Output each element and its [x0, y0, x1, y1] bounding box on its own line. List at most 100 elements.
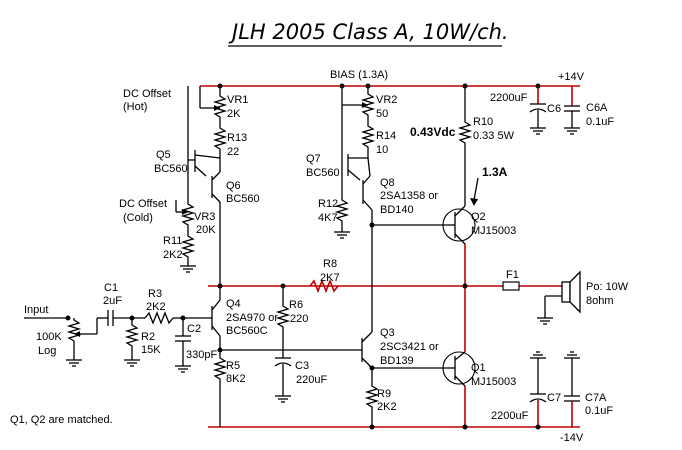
r8-resistor [309, 278, 339, 294]
q2-circle [442, 208, 476, 242]
r13-resistor [212, 122, 228, 158]
r13-value: 22 [227, 146, 239, 158]
dc-offset-hot-line2: (Hot) [123, 101, 147, 113]
vr2-name: VR2 [376, 94, 397, 106]
q8-emitter [362, 199, 373, 211]
c7a-value: 0.1uF [585, 405, 613, 417]
c3-value: 220uF [296, 374, 327, 386]
ground-symbol [530, 127, 546, 135]
input-pot [66, 318, 82, 360]
r14-resistor [360, 122, 376, 158]
ground-symbol [530, 351, 546, 359]
c3-plate-bottom [274, 362, 292, 367]
q4-value2: BC560C [226, 325, 268, 337]
input-pot-taper: Log [38, 345, 56, 357]
vdc-annotation: 0.43Vdc [410, 125, 456, 139]
r6-name: R6 [289, 299, 303, 311]
vr3-wiper-arrow [182, 209, 188, 215]
ground-symbol [564, 127, 580, 135]
ground-symbol [180, 265, 196, 273]
q5-collector [194, 154, 221, 159]
c3-name: C3 [295, 360, 309, 372]
speaker-cone [569, 270, 581, 314]
q1-name: Q1 [471, 362, 486, 374]
vr3-name: VR3 [194, 211, 215, 223]
r11-value: 2K2 [163, 249, 183, 261]
r10-resistor [457, 118, 473, 196]
r2-value: 15K [141, 344, 161, 356]
ground-symbol [124, 359, 140, 367]
junction-dot [462, 424, 468, 430]
q8-value2: BD140 [380, 204, 414, 216]
r10-value: 0.33 5W [473, 130, 515, 142]
r6-resistor [275, 303, 291, 358]
current-arrow-head [470, 198, 478, 206]
r12-resistor [334, 196, 350, 232]
negative-rail-label: -14V [560, 432, 584, 444]
speaker-magnet [561, 281, 571, 303]
q7-name: Q7 [306, 153, 321, 165]
q8-value1: 2SA1358 or [380, 190, 438, 202]
input-pot-arrow [74, 331, 80, 337]
c6-value: 2200uF [490, 92, 528, 104]
r2-name: R2 [141, 331, 155, 343]
q6-emitter [211, 193, 221, 203]
q8-collector [362, 175, 371, 185]
c7-name: C7 [547, 392, 561, 404]
q3-value1: 2SC3421 or [380, 341, 439, 353]
vr1-potentiometer [212, 86, 228, 122]
junction-dot [180, 315, 186, 321]
vr2-wiper-arrow [362, 102, 368, 108]
vr1-value: 2K [227, 108, 241, 120]
q2-collector [454, 205, 466, 217]
current-annotation: 1.3A [482, 165, 508, 179]
current-arrow-shaft [473, 177, 479, 201]
junction-dot [535, 83, 541, 89]
q4-value1: 2SA970 or [226, 312, 278, 324]
r13-name: R13 [227, 132, 247, 144]
r6-value: 220 [290, 313, 308, 325]
junction-dot [217, 347, 223, 353]
vr3-potentiometer [180, 200, 196, 232]
q3-collector [361, 331, 373, 343]
q2-value: MJ15003 [471, 225, 516, 237]
r8-value: 2K7 [320, 272, 340, 284]
c1-value: 2uF [103, 295, 122, 307]
vr1-name: VR1 [227, 94, 248, 106]
junction-dot [369, 365, 375, 371]
q4-bottom [211, 325, 221, 337]
vr2-value: 50 [376, 108, 388, 120]
c6-plate-bottom [529, 108, 547, 113]
speaker-power: Po: 10W [586, 281, 629, 293]
r14-value: 10 [376, 144, 388, 156]
r11-resistor [180, 232, 196, 266]
q6-value: BC560 [226, 193, 260, 205]
junction-dot [217, 83, 223, 89]
c2-name: C2 [187, 323, 201, 335]
c1-name: C1 [104, 282, 118, 294]
r9-value: 2K2 [377, 401, 397, 413]
ground-symbol [275, 395, 291, 403]
q5-value: BC560 [154, 163, 188, 175]
c6a-value: 0.1uF [586, 116, 614, 128]
q7-emitter [347, 169, 361, 181]
r8-name: R8 [323, 258, 337, 270]
q7-value: BC560 [306, 167, 340, 179]
q6-name: Q6 [226, 180, 241, 192]
q4-name: Q4 [226, 298, 241, 310]
fuse-body [502, 281, 520, 291]
junction-dot [369, 424, 375, 430]
r12-value: 4K7 [318, 212, 338, 224]
vr3-value: 20K [196, 224, 216, 236]
q8-name: Q8 [380, 177, 395, 189]
input-pot-value: 100K [36, 331, 62, 343]
q5-emitter [194, 165, 207, 177]
c7a-name: C7A [585, 392, 607, 404]
bias-label: BIAS (1.3A) [330, 69, 388, 81]
r9-resistor [364, 368, 380, 427]
input-label: Input [24, 304, 48, 316]
junction-dot [217, 283, 223, 289]
r3-resistor [144, 311, 174, 325]
q1-emitter [454, 375, 466, 387]
q2-name: Q2 [471, 211, 486, 223]
